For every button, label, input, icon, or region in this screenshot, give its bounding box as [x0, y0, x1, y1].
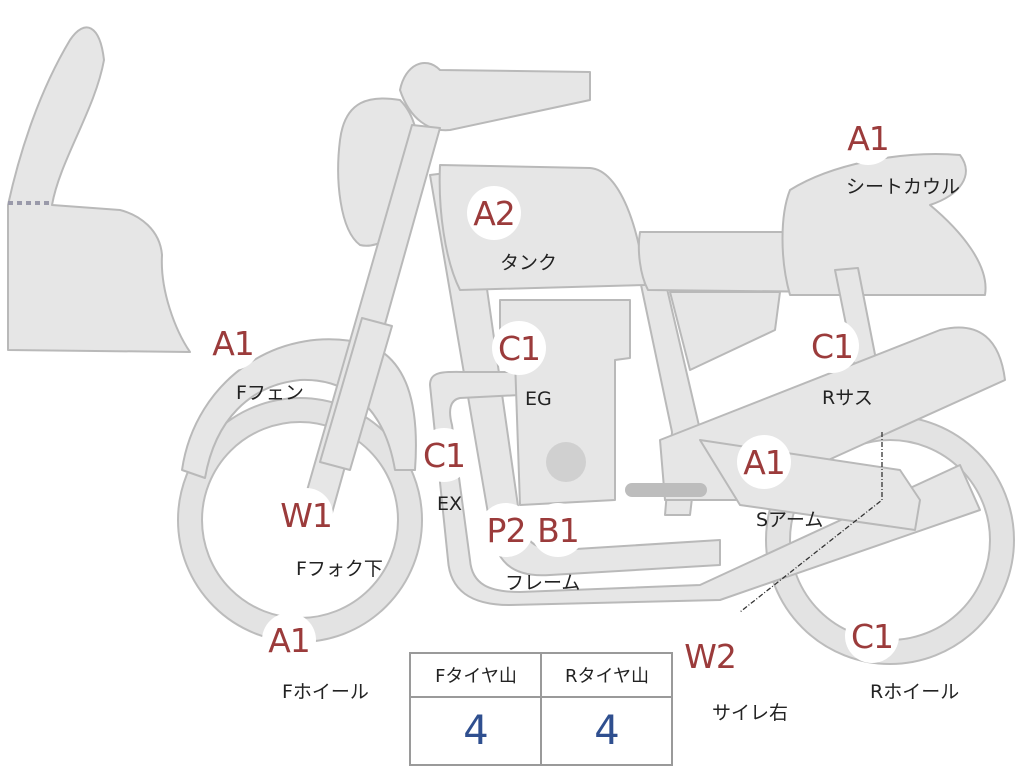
front-fork-lower-label: Fフォク下	[296, 558, 383, 580]
exhaust-grade: C1	[417, 428, 471, 482]
rear-wheel-label: Rホイール	[870, 681, 960, 703]
exhaust-label: EX	[437, 493, 463, 515]
fork-guard-shape	[319, 317, 393, 471]
swing-arm-grade: A1	[737, 435, 791, 489]
side-cover-shape	[669, 291, 781, 371]
rear-suspension-label: Rサス	[822, 387, 873, 409]
rear-tire-header: Rタイヤ山	[542, 654, 672, 698]
muffler-right-label: サイレ右	[712, 702, 789, 724]
rear-wheel-grade: C1	[845, 609, 899, 663]
fairing-shape	[7, 26, 191, 353]
frame-label: フレーム	[505, 572, 581, 594]
muffler-leader-line	[739, 432, 883, 613]
front-fender-label: Fフェン	[236, 382, 304, 404]
front-fork-lower-grade: W1	[279, 488, 333, 542]
frame-grade-b1: B1	[531, 503, 585, 557]
seat-cowl-label: シートカウル	[846, 176, 961, 198]
engine-label: EG	[525, 388, 552, 410]
front-fender-grade: A1	[206, 316, 260, 370]
front-tire-header: Fタイヤ山	[411, 654, 541, 698]
exhaust-shape	[429, 370, 981, 606]
muffler-right-grade: W2	[683, 629, 737, 683]
tank-grade: A2	[467, 186, 521, 240]
front-wheel-label: Fホイール	[282, 681, 369, 703]
rear-suspension-grade: C1	[805, 319, 859, 373]
tire-tread-table: Fタイヤ山 Rタイヤ山 4 4	[409, 652, 673, 766]
engine-grade: C1	[492, 321, 546, 375]
rear-tire-value: 4	[594, 708, 620, 754]
swing-arm-label: Sアーム	[756, 509, 824, 531]
front-tire-value: 4	[463, 708, 489, 754]
front-wheel-grade: A1	[262, 613, 316, 667]
tank-label: タンク	[500, 252, 558, 274]
table-divider	[540, 654, 542, 764]
seat-cowl-grade: A1	[841, 111, 895, 165]
handlebar-shape	[399, 61, 591, 132]
frame-grade-p2: P2	[479, 503, 533, 557]
engine-cover	[546, 442, 586, 482]
